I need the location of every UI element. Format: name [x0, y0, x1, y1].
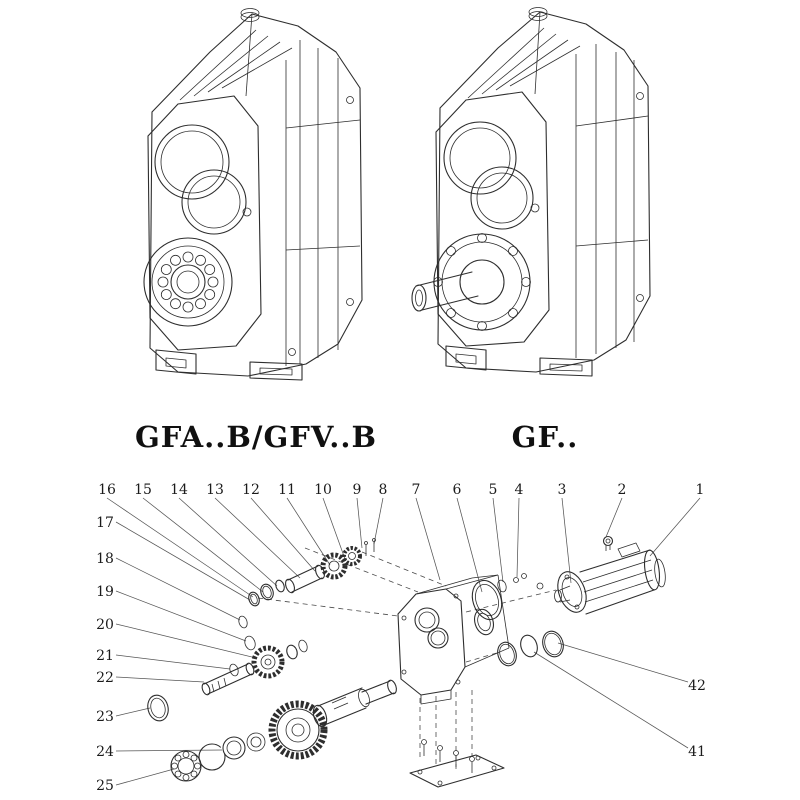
model-label-left: GFA..B/GFV..B: [135, 420, 377, 454]
part-number-11: 11: [278, 482, 296, 498]
part-number-25: 25: [96, 778, 114, 794]
cooling-fins: [467, 27, 581, 99]
part-number-5: 5: [489, 482, 498, 498]
left-gearbox-drawing: [143, 8, 363, 381]
part-number-20: 20: [96, 617, 114, 633]
leader-lines-left: [115, 521, 257, 786]
pinion-shaft: [201, 662, 255, 696]
part-number-22: 22: [96, 670, 114, 686]
intermediate-gear-parts: [229, 615, 308, 679]
part-number-10: 10: [314, 482, 332, 498]
part-number-23: 23: [96, 709, 114, 725]
housing-drawing: [397, 574, 510, 705]
part-number-15: 15: [134, 482, 152, 498]
bearing-cluster: [170, 732, 266, 782]
output-gear-shaft: [268, 679, 397, 760]
retaining-rings: [497, 630, 564, 667]
fill-plug-icon: [528, 7, 548, 21]
part-numbers-right: 42 41: [688, 678, 706, 760]
output-shaft-flange: [411, 233, 531, 331]
oil-seal: [147, 694, 169, 722]
part-number-13: 13: [206, 482, 224, 498]
part-number-7: 7: [412, 482, 421, 498]
mounting-feet: [445, 345, 593, 377]
part-number-12: 12: [242, 482, 260, 498]
motor-drawing: [554, 535, 666, 615]
part-number-6: 6: [453, 482, 462, 498]
part-number-2: 2: [618, 482, 627, 498]
part-number-16: 16: [98, 482, 116, 498]
cover-gasket-parts: [471, 573, 544, 621]
input-shaft-parts: [248, 538, 376, 607]
part-number-3: 3: [558, 482, 567, 498]
part-number-41: 41: [688, 744, 706, 760]
part-number-14: 14: [170, 482, 188, 498]
bearing-bores: [154, 124, 252, 235]
part-numbers-left: 17 18 19 20 21 22 23 24 25: [96, 515, 114, 794]
part-number-18: 18: [96, 551, 114, 567]
exploded-view: 16 15 14 13 12 11 10 9 8 7 6 5 4 3 2 1 1…: [96, 482, 706, 794]
bolts-and-gasket: [409, 739, 505, 788]
leader-lines-right: [533, 642, 689, 749]
housing-ribs: [575, 44, 649, 358]
part-number-42: 42: [688, 678, 706, 694]
bearing-bores: [443, 121, 540, 230]
part-number-19: 19: [96, 584, 114, 600]
housing-ribs: [285, 40, 361, 366]
front-flange-plate: [147, 95, 262, 351]
part-number-17: 17: [96, 515, 114, 531]
part-number-4: 4: [515, 482, 524, 498]
right-gearbox-drawing: [411, 7, 651, 377]
model-label-right: GF..: [512, 420, 579, 454]
terminal-box: [617, 542, 641, 558]
part-numbers-top: 16 15 14 13 12 11 10 9 8 7 6 5 4 3 2 1: [98, 482, 704, 498]
eye-bolt-icon: [602, 535, 614, 551]
projection-lines: [257, 547, 557, 770]
mounting-feet: [155, 349, 303, 381]
cooling-fins: [179, 29, 293, 101]
part-number-21: 21: [96, 648, 114, 664]
front-flange-plate: [435, 91, 550, 347]
part-number-1: 1: [696, 482, 705, 498]
fill-plug-icon: [240, 8, 260, 22]
part-number-8: 8: [379, 482, 388, 498]
part-number-24: 24: [96, 744, 114, 760]
output-bearing: [143, 237, 233, 327]
part-number-9: 9: [353, 482, 362, 498]
leader-lines-top: [106, 497, 701, 598]
